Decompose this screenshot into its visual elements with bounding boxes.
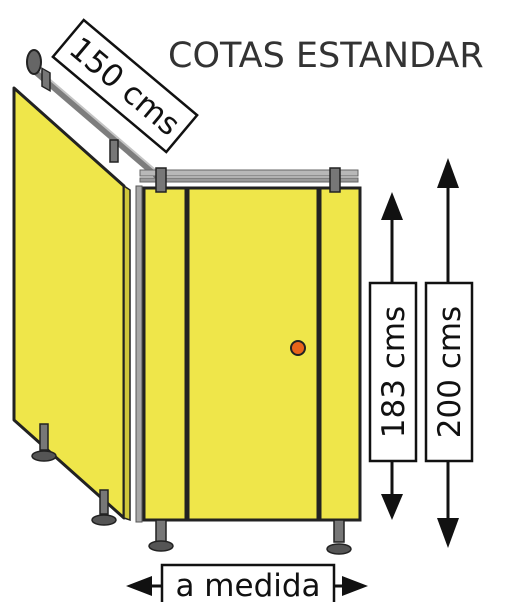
height-short-dimension: 183 cms bbox=[368, 192, 418, 520]
arrow-right-icon bbox=[342, 576, 368, 596]
arrow-down-icon bbox=[437, 518, 459, 548]
panel-foot-icon bbox=[91, 514, 117, 526]
rail-end-cap-icon bbox=[26, 49, 42, 75]
panel-foot-bracket-icon bbox=[99, 489, 109, 515]
rail-bracket-icon bbox=[41, 67, 51, 93]
rail-bracket-icon bbox=[329, 167, 341, 193]
depth-label: 150 cms bbox=[62, 30, 187, 143]
rail-bracket-icon bbox=[109, 139, 119, 163]
diagram-title: COTAS ESTANDAR bbox=[168, 36, 484, 76]
front-left-pilaster bbox=[142, 186, 188, 522]
panel-foot-bracket-icon bbox=[39, 423, 49, 451]
panel-foot-icon bbox=[326, 543, 352, 555]
panel-foot-icon bbox=[148, 540, 174, 552]
front-right-pilaster bbox=[318, 186, 362, 522]
width-dimension: a medida bbox=[126, 563, 368, 602]
side-top-rail bbox=[26, 49, 164, 182]
arrow-down-icon bbox=[381, 494, 403, 520]
height-total-label: 200 cms bbox=[432, 306, 468, 438]
arrow-up-icon bbox=[437, 158, 459, 188]
panel-foot-icon bbox=[31, 450, 57, 462]
rail-bracket-icon bbox=[155, 167, 167, 193]
height-short-label: 183 cms bbox=[376, 306, 412, 438]
width-label: a medida bbox=[175, 568, 320, 602]
corner-post bbox=[135, 185, 143, 523]
front-feet bbox=[148, 519, 352, 555]
front-top-rail bbox=[139, 169, 359, 183]
side-panel bbox=[12, 86, 131, 526]
height-total-dimension: 200 cms bbox=[424, 158, 474, 548]
arrow-left-icon bbox=[126, 576, 152, 596]
depth-dimension: 150 cms bbox=[51, 18, 199, 154]
arrow-up-icon bbox=[381, 192, 403, 220]
door-knob-icon bbox=[290, 340, 306, 356]
door-panel bbox=[186, 186, 320, 522]
